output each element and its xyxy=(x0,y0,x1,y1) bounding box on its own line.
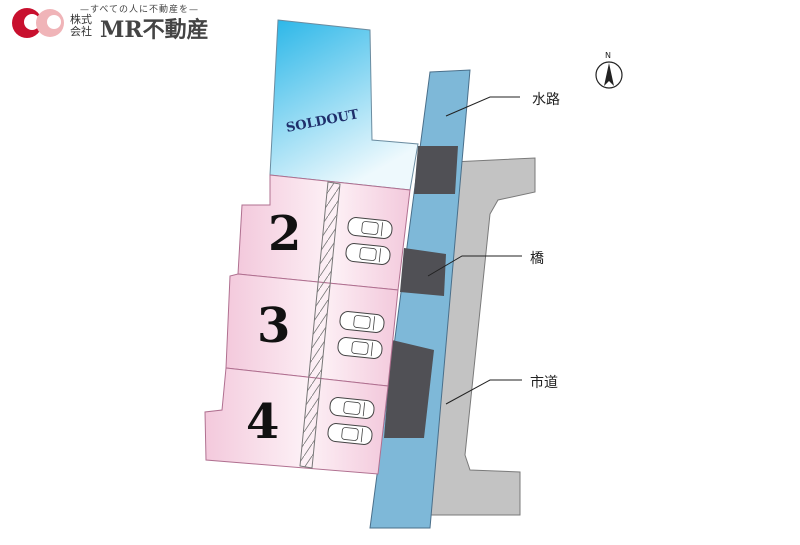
access-path xyxy=(299,181,341,469)
bridge-1 xyxy=(414,146,458,194)
callout-line-road xyxy=(445,379,522,405)
car-icon xyxy=(337,337,383,359)
logo-company-name: MR不動産 xyxy=(100,17,209,43)
car-icon xyxy=(345,243,391,265)
callout-city-road: 市道 xyxy=(530,374,558,391)
bridge-2 xyxy=(400,248,446,296)
logo-company-kind: 株式会社 xyxy=(70,13,92,38)
car-icon xyxy=(339,311,385,333)
lot-number-3: 3 xyxy=(257,298,290,354)
car-icon xyxy=(327,423,373,445)
callout-line-bridge xyxy=(427,255,522,277)
lot-soldout xyxy=(269,19,419,191)
lot-number-4: 4 xyxy=(246,394,279,450)
lot-number-2: 2 xyxy=(268,206,301,262)
company-logo: —すべての人に不動産を— 株式会社 MR不動産 xyxy=(0,0,240,48)
bridge-3 xyxy=(384,340,434,438)
car-icon xyxy=(329,397,375,419)
car-icon xyxy=(347,217,393,239)
north-label: N xyxy=(605,51,611,60)
callout-bridge: 橋 xyxy=(530,251,544,267)
callout-waterway: 水路 xyxy=(532,92,560,108)
logo-tagline: —すべての人に不動産を— xyxy=(80,5,200,15)
north-arrow-icon: N xyxy=(595,51,623,89)
lot-4 xyxy=(204,367,389,475)
logo-mark-icon xyxy=(12,8,64,38)
parking-cars xyxy=(327,217,393,445)
callout-line-waterway xyxy=(445,96,520,117)
